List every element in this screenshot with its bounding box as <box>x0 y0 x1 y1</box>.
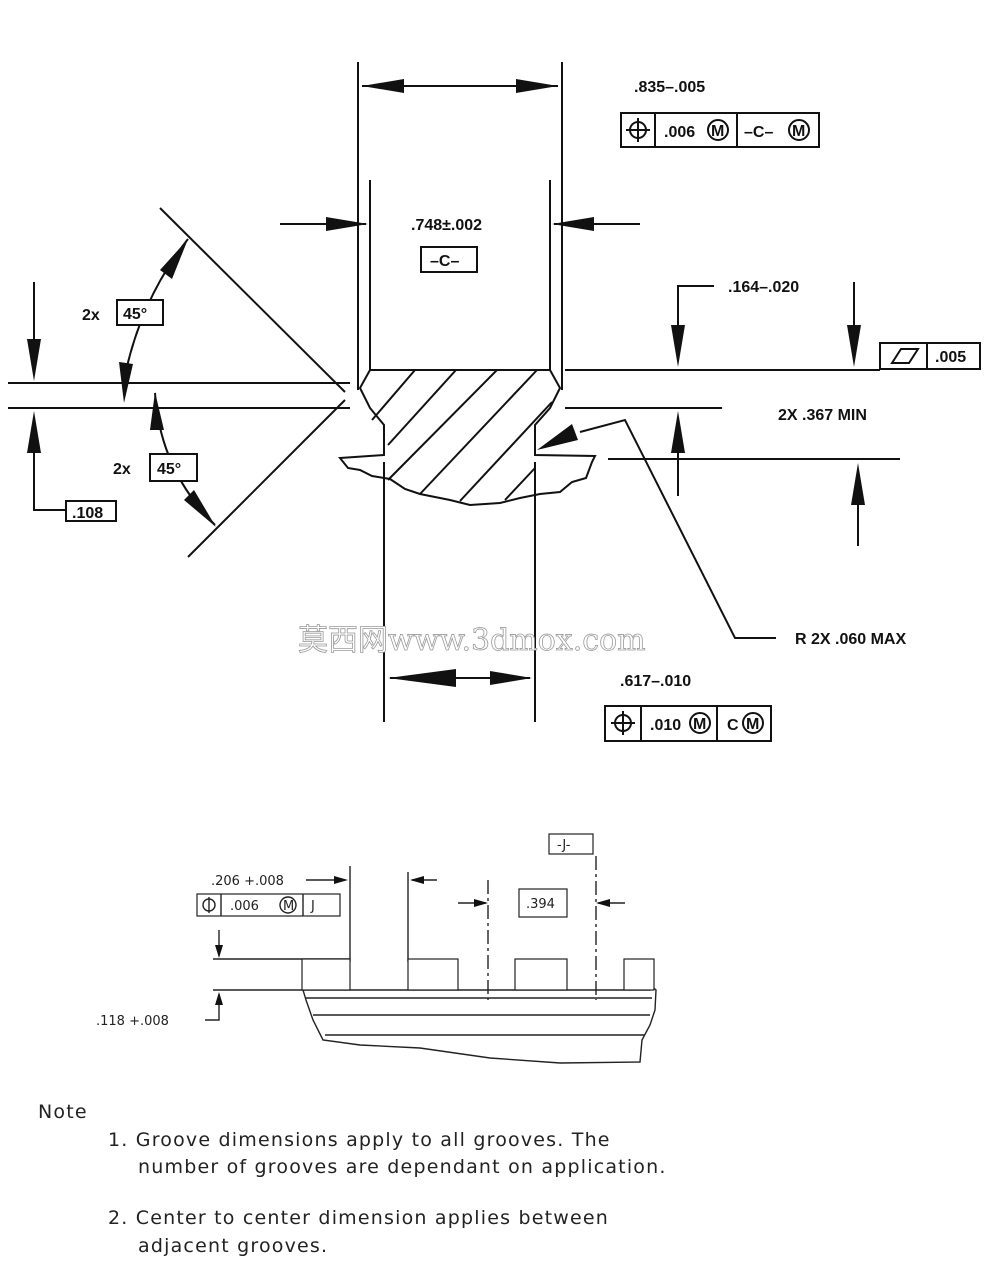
note-1-line-2: number of grooves are dependant on appli… <box>138 1156 667 1178</box>
arrowhead <box>410 876 424 884</box>
arrowhead <box>537 424 578 450</box>
lower-groove-detail: -J- .206 +.008 .006 M J .394 <box>96 833 657 1064</box>
lower-fcf-tolerance: .006 <box>230 899 259 914</box>
depth-leader-left <box>677 285 714 360</box>
arrowhead <box>552 217 594 231</box>
left-dim-label: .108 <box>72 505 103 522</box>
arrowhead <box>474 899 488 907</box>
outer-width-dim-label: .835–.005 <box>634 79 705 96</box>
arrowhead <box>671 325 685 367</box>
spacing-dim-label: .394 <box>526 897 555 912</box>
lower-fcf: .006 M J <box>196 893 341 917</box>
fcf-top-datum-modifier: M <box>792 123 805 140</box>
arrowhead <box>362 79 404 93</box>
arrowhead <box>334 876 348 884</box>
arrowhead <box>27 411 41 453</box>
arrowhead <box>490 671 532 685</box>
grooved-body-outline <box>302 983 657 1064</box>
land <box>407 958 459 991</box>
arrowhead <box>150 392 164 430</box>
angle-bottom-value: 45° <box>157 461 181 478</box>
land <box>301 958 351 991</box>
fcf-top: .006 M –C– M <box>620 112 820 148</box>
angle-top-count: 2x <box>82 307 100 324</box>
angle-top-value: 45° <box>123 306 147 323</box>
arrowhead <box>671 411 685 453</box>
lower-fcf-datum: J <box>310 899 315 914</box>
fcf-bottom-datum: C <box>727 717 739 734</box>
datum-c-label: –C– <box>430 253 459 270</box>
note-2-line-1: 2. Center to center dimension applies be… <box>108 1207 609 1229</box>
arrowhead <box>27 339 41 381</box>
note-2-line-2: adjacent grooves. <box>138 1235 328 1257</box>
height-dim-label: .118 +.008 <box>96 1014 169 1029</box>
arrowhead <box>215 992 223 1005</box>
datum-j-box <box>548 833 594 855</box>
left-dim-arrow-bottom <box>33 418 66 511</box>
depth-dim-label: .164–.020 <box>728 279 799 296</box>
fcf-top-modifier: M <box>711 123 724 140</box>
arrowhead <box>847 325 861 367</box>
mmc-circle-icon <box>742 712 764 734</box>
arrowhead <box>326 217 368 231</box>
land <box>514 958 568 991</box>
chamfer-line-bottom <box>187 399 346 558</box>
width-dim-label: .206 +.008 <box>211 874 284 889</box>
notes: Note 1. Groove dimensions apply to all g… <box>38 1101 667 1257</box>
notes-heading: Note <box>38 1101 88 1123</box>
arrowhead <box>184 490 216 527</box>
mmc-circle-icon <box>707 119 729 141</box>
mmc-circle-icon <box>279 896 297 914</box>
arrowhead <box>215 945 223 958</box>
fcf-bottom-datum-modifier: M <box>746 716 759 733</box>
spacing-dim-box <box>518 888 568 918</box>
watermark-text: 莫西网www.3dmox.com <box>298 623 646 658</box>
datum-j-label: -J- <box>557 838 571 853</box>
arrowhead <box>596 899 610 907</box>
inner-width-dim-label: .748±.002 <box>411 217 482 234</box>
fcf-bottom: .010 M C M <box>604 705 772 742</box>
arrowhead <box>388 669 456 687</box>
mmc-circle-icon <box>689 712 711 734</box>
fcf-bottom-tolerance: .010 <box>650 717 681 734</box>
datum-c-box <box>420 246 478 273</box>
section-outline <box>338 369 597 507</box>
note-1-line-1: 1. Groove dimensions apply to all groove… <box>108 1129 611 1151</box>
land <box>623 958 655 991</box>
mmc-circle-icon <box>788 119 810 141</box>
upper-groove-section: .835–.005 .006 M –C– M .748±.002 –C– <box>8 62 981 742</box>
fcf-top-datum: –C– <box>744 124 773 141</box>
height-leader-bottom <box>205 995 220 1021</box>
min-dim-label: 2X .367 MIN <box>778 407 867 424</box>
radius-leader <box>579 418 776 639</box>
arrowhead <box>160 239 188 279</box>
fcf-top-tolerance: .006 <box>664 124 695 141</box>
lower-fcf-modifier: M <box>283 899 294 914</box>
bottom-width-dim-label: .617–.010 <box>620 673 691 690</box>
angle-top-box <box>116 299 164 326</box>
arrowhead <box>119 362 133 403</box>
section-hatching <box>371 369 553 502</box>
flatness-value: .005 <box>935 349 966 366</box>
fcf-bottom-modifier: M <box>693 716 706 733</box>
chamfer-line-top <box>159 207 346 393</box>
flatness-symbol-icon <box>890 348 920 364</box>
radius-dim-label: R 2X .060 MAX <box>795 631 906 648</box>
arrowhead <box>516 79 558 93</box>
left-dim-box <box>65 500 117 522</box>
arrowhead <box>851 463 865 505</box>
flatness-fcf: .005 <box>879 342 981 370</box>
angle-bottom-box <box>149 453 198 482</box>
angle-bottom-count: 2x <box>113 461 131 478</box>
